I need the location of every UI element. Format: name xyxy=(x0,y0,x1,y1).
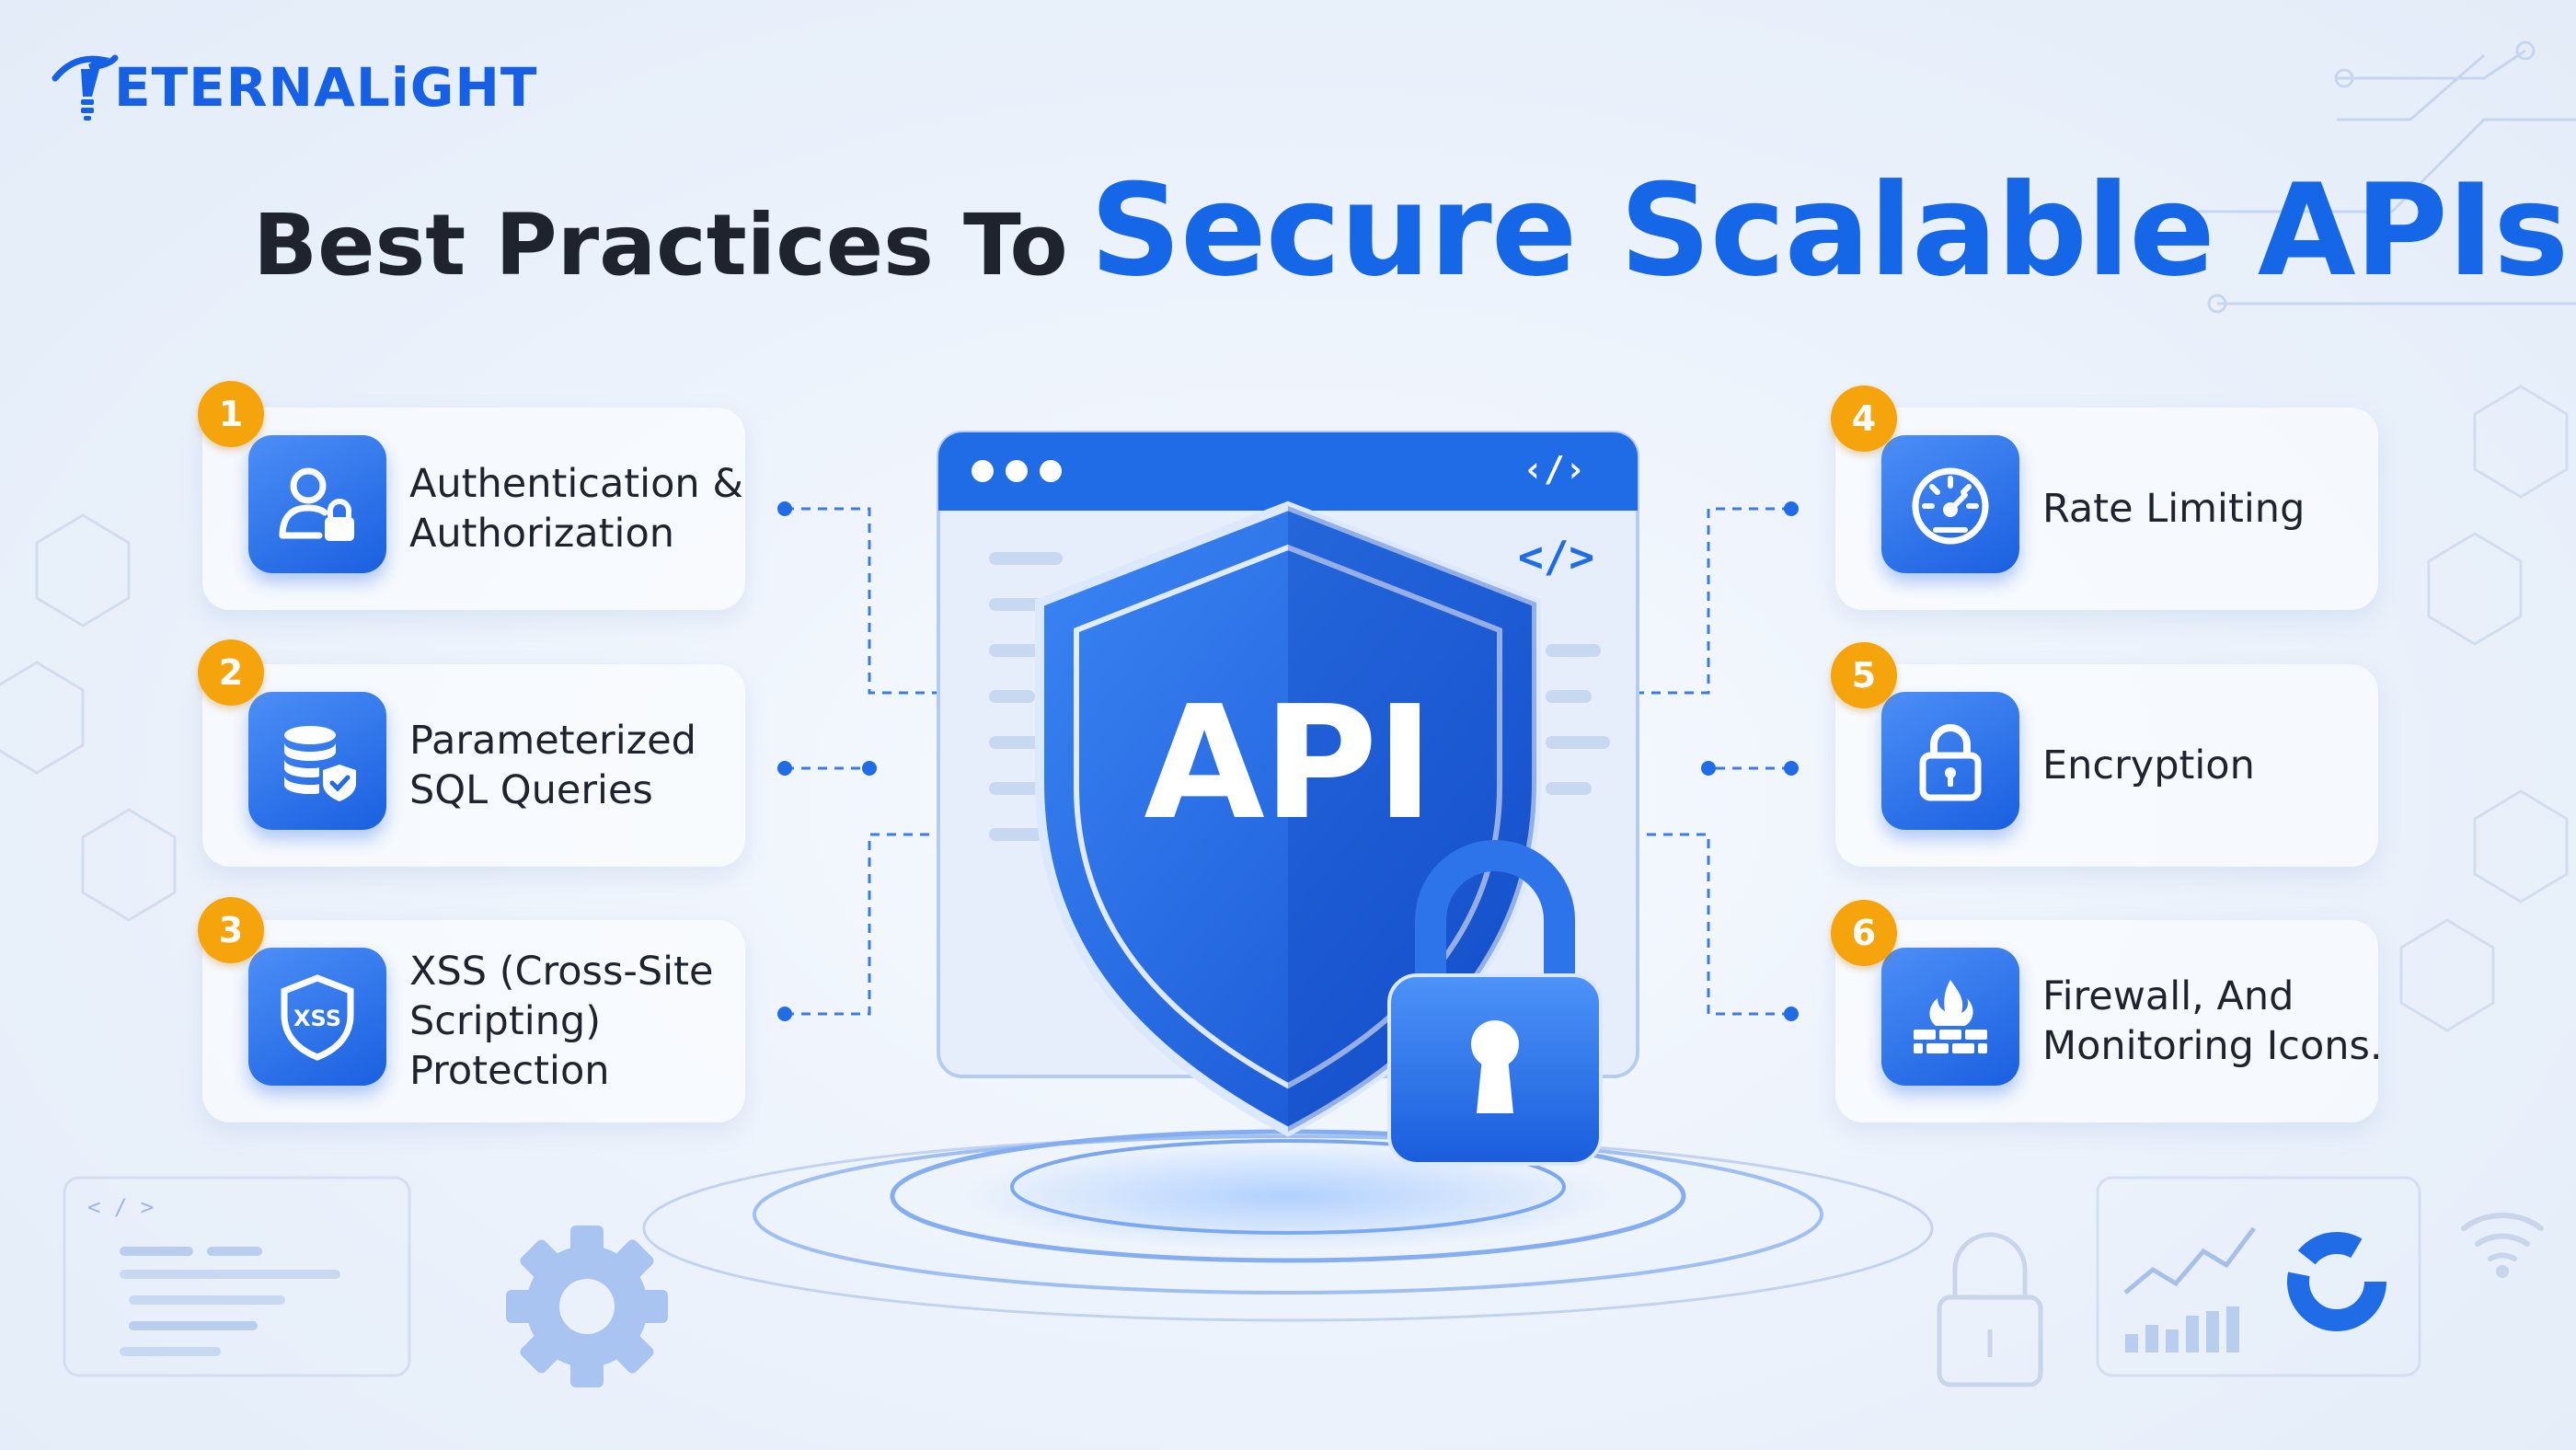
xss-text: XSS xyxy=(293,1006,341,1031)
firewall-icon xyxy=(1914,980,1987,1053)
brand-name: ETERNALiGHT xyxy=(114,56,538,119)
practice-card-firewall: Firewall, And Monitoring Icons. xyxy=(1835,920,2383,1122)
gear-icon xyxy=(506,1226,668,1387)
step-badge-2: 2 xyxy=(198,639,264,706)
user-lock-icon xyxy=(279,467,354,541)
dashboard-panel-decor xyxy=(2096,1176,2421,1377)
practice-card-rate-limiting: Rate Limiting xyxy=(1835,408,2378,610)
page-title: Best Practices To Secure Scalable APIs xyxy=(253,156,2569,305)
practice-card-sql: Parameterized SQL Queries xyxy=(202,664,745,867)
padlock-illustration xyxy=(1387,840,1603,1166)
practice-label: XSS (Cross-Site Scripting) Protection xyxy=(409,949,714,1094)
platform-rings xyxy=(642,1129,1934,1322)
step-badge-4: 4 xyxy=(1831,386,1897,452)
code-tag-icon: </> xyxy=(1518,532,1595,581)
bulb-logo-icon xyxy=(52,54,119,121)
padlock-icon xyxy=(1919,724,1982,801)
step-badge-5: 5 xyxy=(1831,642,1897,708)
toolbar-code-icon: ‹/› xyxy=(1523,449,1586,489)
practice-label: Rate Limiting xyxy=(2042,486,2306,532)
practice-label: Parameterized SQL Queries xyxy=(409,718,696,813)
title-highlight: Secure Scalable APIs xyxy=(1089,156,2570,305)
practice-card-authentication: Authentication & Authorization xyxy=(202,408,745,610)
step-badge-3: 3 xyxy=(198,897,264,963)
svg-text:< / >: < / > xyxy=(87,1194,154,1220)
circuit-lines xyxy=(2153,40,2576,314)
title-prefix: Best Practices To xyxy=(253,196,1068,294)
step-badge-1: 1 xyxy=(198,381,264,447)
speedometer-icon xyxy=(1912,467,1989,545)
practice-label: Firewall, And Monitoring Icons. xyxy=(2042,973,2383,1069)
padlock-decor-icon xyxy=(1937,1232,2043,1387)
brand-logo: ETERNALiGHT xyxy=(46,37,537,129)
database-shield-icon xyxy=(284,726,356,801)
step-badge-6: 6 xyxy=(1831,900,1897,966)
practice-card-xss: XSS XSS (Cross-Site Scripting) Protectio… xyxy=(202,920,745,1122)
practice-label: Encryption xyxy=(2042,742,2255,788)
connector-lines xyxy=(785,507,1791,1016)
hexagon-pattern xyxy=(0,385,2569,1032)
api-label: API xyxy=(1144,673,1433,855)
code-panel-decor: < / > xyxy=(63,1176,411,1377)
xss-shield-icon: XSS xyxy=(281,974,354,1061)
practice-label: Authentication & Authorization xyxy=(409,461,743,557)
wifi-icon xyxy=(2461,1213,2544,1278)
practice-card-encryption: Encryption xyxy=(1835,664,2378,867)
